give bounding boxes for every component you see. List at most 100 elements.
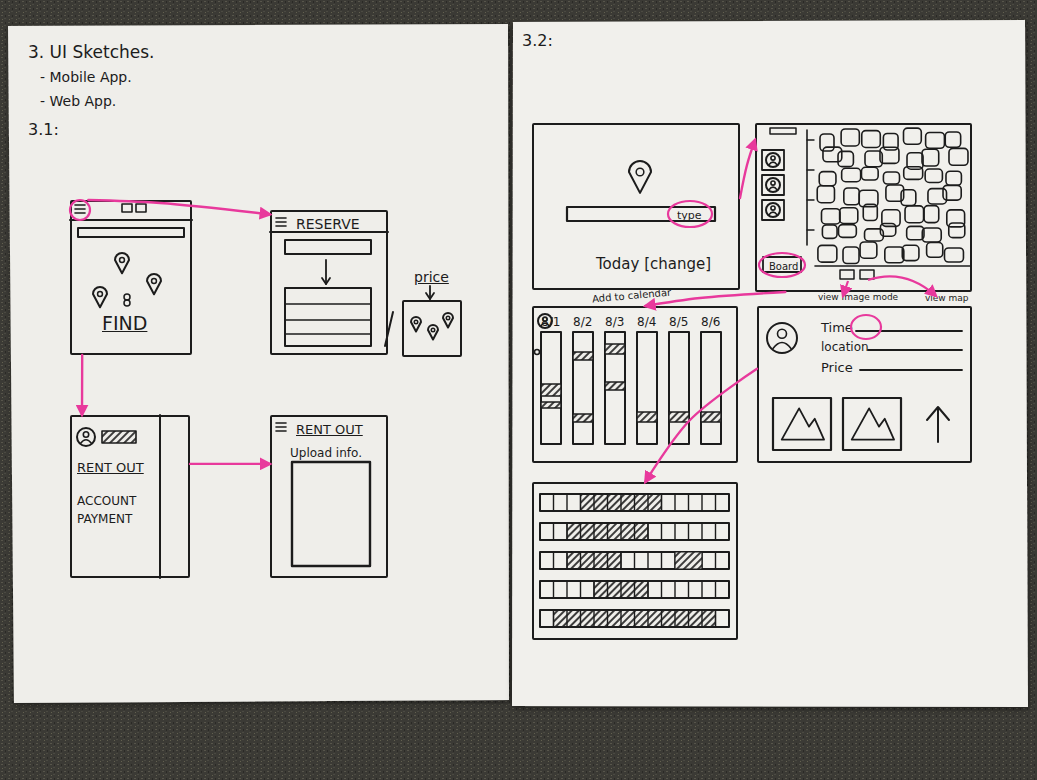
sketch-line bbox=[566, 581, 567, 598]
sketch-drawing bbox=[70, 128, 970, 627]
booked-slot bbox=[567, 552, 621, 569]
sketch-line bbox=[325, 260, 327, 284]
annotation: view Image mode bbox=[818, 293, 898, 302]
person-icon bbox=[769, 162, 777, 165]
sketch-rect bbox=[285, 240, 371, 254]
sketch-circle bbox=[766, 203, 780, 217]
sketch-line bbox=[607, 523, 608, 540]
paper-sheet bbox=[8, 24, 509, 703]
image-icon bbox=[852, 408, 894, 439]
sketch-rect bbox=[102, 431, 136, 443]
booked-slot bbox=[605, 344, 625, 354]
screen-text: 8/5 bbox=[669, 316, 688, 328]
sketch-line bbox=[647, 494, 648, 511]
sketch-rect bbox=[285, 288, 371, 346]
street-map bbox=[817, 128, 968, 263]
city-block bbox=[822, 225, 837, 238]
sketch-line bbox=[285, 333, 371, 335]
map-pin bbox=[115, 253, 129, 273]
sketch-circle bbox=[431, 328, 435, 332]
sketch-line bbox=[276, 430, 286, 432]
sketch-line bbox=[674, 581, 675, 598]
sketch-line bbox=[620, 523, 621, 540]
sketch-line bbox=[566, 610, 567, 627]
city-block bbox=[841, 129, 859, 146]
city-block bbox=[922, 228, 941, 242]
sketch-line bbox=[661, 581, 662, 598]
city-block bbox=[862, 131, 881, 148]
sketch-line bbox=[566, 552, 567, 569]
flow-arrow bbox=[190, 463, 270, 465]
sketch-rect bbox=[573, 332, 593, 444]
screen-text: 8/3 bbox=[605, 316, 624, 328]
list-item: - Web App. bbox=[40, 94, 116, 108]
city-block bbox=[840, 208, 858, 224]
flow-arrow bbox=[645, 369, 757, 482]
arrow-head bbox=[927, 407, 949, 420]
sketch-circle bbox=[636, 168, 644, 176]
flow-arrow bbox=[740, 140, 755, 198]
arrow-head bbox=[426, 293, 434, 299]
screen-text: price bbox=[414, 270, 449, 284]
sketch-line bbox=[580, 494, 581, 511]
sketch-circle bbox=[767, 323, 797, 353]
sketch-line bbox=[580, 552, 581, 569]
person-icon bbox=[773, 343, 791, 349]
screen-frame: RESERVE bbox=[270, 210, 388, 355]
sketch-line bbox=[620, 610, 621, 627]
person-icon bbox=[769, 187, 777, 190]
highlight-circle bbox=[759, 253, 805, 277]
screen-text: location bbox=[821, 341, 869, 353]
sketch-line bbox=[634, 581, 635, 598]
sketch-line bbox=[593, 610, 594, 627]
sketch-line bbox=[807, 139, 814, 140]
sketch-line bbox=[715, 523, 716, 540]
paper-sheet bbox=[512, 20, 1028, 707]
leader-arrow bbox=[868, 276, 936, 296]
sketch-circle bbox=[771, 181, 775, 185]
highlight-circle bbox=[70, 200, 90, 220]
screen-text: 8/4 bbox=[637, 316, 656, 328]
sketch-line bbox=[661, 552, 662, 569]
booked-slot bbox=[573, 414, 593, 422]
city-block bbox=[924, 206, 939, 223]
city-block bbox=[883, 172, 899, 184]
screen-frame: price bbox=[402, 300, 462, 357]
sketch-rect bbox=[637, 332, 657, 444]
sketch-rect bbox=[540, 552, 729, 569]
person-icon bbox=[769, 212, 777, 215]
city-block bbox=[945, 132, 960, 147]
sketch-rect bbox=[843, 398, 901, 450]
screen-text: RENT OUT bbox=[296, 423, 363, 436]
screen-frame: RENT OUTACCOUNTPAYMENT bbox=[70, 415, 190, 578]
sketch-line bbox=[607, 494, 608, 511]
city-block bbox=[820, 134, 834, 151]
sketch-line bbox=[661, 523, 662, 540]
sketch-circle bbox=[120, 258, 125, 263]
sketch-line bbox=[688, 610, 689, 627]
sketch-rect bbox=[540, 610, 729, 627]
sketch-circle bbox=[414, 320, 418, 324]
sketch-line bbox=[70, 219, 192, 221]
sketch-line bbox=[566, 494, 567, 511]
sheet-title: 3. UI Sketches. bbox=[28, 44, 154, 61]
sketch-line bbox=[593, 581, 594, 598]
city-block bbox=[946, 171, 961, 185]
highlight-circle bbox=[851, 315, 881, 339]
city-block bbox=[838, 151, 853, 166]
sketch-line bbox=[647, 581, 648, 598]
sketch-line bbox=[674, 523, 675, 540]
highlight-marks bbox=[70, 200, 936, 339]
sketch-line bbox=[75, 208, 85, 210]
booked-slot bbox=[567, 523, 648, 540]
sketch-line bbox=[701, 581, 702, 598]
sketch-line bbox=[715, 581, 716, 598]
sketch-rect bbox=[770, 128, 796, 134]
sketch-line bbox=[75, 212, 85, 214]
city-block bbox=[839, 225, 857, 238]
sketch-line bbox=[674, 610, 675, 627]
map-pin bbox=[443, 313, 453, 328]
screen-text: Today [change] bbox=[596, 257, 711, 272]
